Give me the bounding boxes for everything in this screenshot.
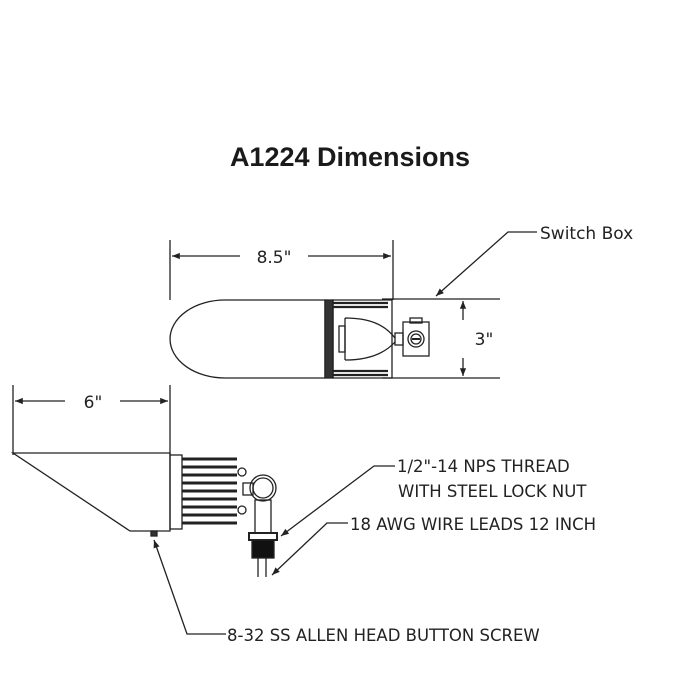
switch-box-callout: Switch Box: [540, 224, 633, 244]
side-view-fixture: [10, 385, 395, 635]
length-dimension-label: 8.5": [257, 248, 292, 268]
side-length-dimension-label: 6": [84, 393, 103, 413]
thread-callout-line1: 1/2"-14 NPS THREAD: [397, 457, 570, 476]
top-view-fixture: [169, 231, 537, 379]
wire-leads-callout: 18 AWG WIRE LEADS 12 INCH: [350, 515, 596, 534]
thread-callout-line2: WITH STEEL LOCK NUT: [398, 482, 587, 501]
height-dimension-label: 3": [475, 330, 494, 350]
screw-callout: 8-32 SS ALLEN HEAD BUTTON SCREW: [227, 626, 540, 645]
diagram-title: A1224 Dimensions: [229, 142, 471, 172]
